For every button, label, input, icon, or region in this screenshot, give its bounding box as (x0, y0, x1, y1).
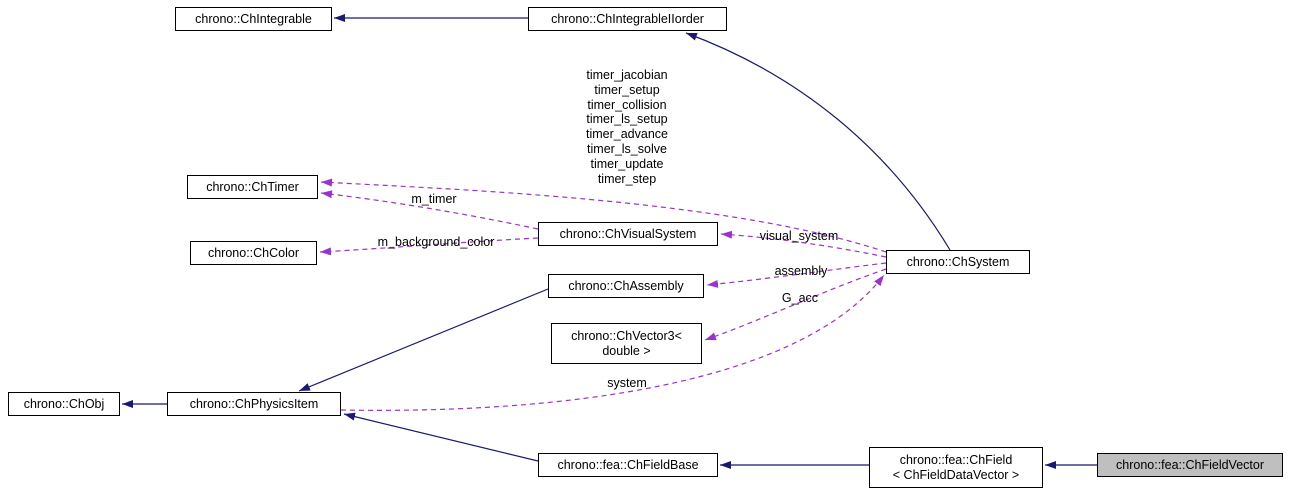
edge-label-m-timer: m_timer (411, 192, 457, 206)
node-chcolor[interactable]: chrono::ChColor (190, 241, 317, 265)
edge-inherit-assembly-to-physicsitem (298, 288, 549, 392)
edge-label-assembly: assembly (774, 264, 828, 278)
edge-usage-system-to-assembly (706, 262, 887, 288)
node-chvector3-double[interactable]: chrono::ChVector3< double > (551, 323, 702, 364)
node-chfieldvector-current: chrono::fea::ChFieldVector (1097, 453, 1283, 477)
edge-usage-physicsitem-to-system (340, 274, 885, 411)
node-chvisualsystem[interactable]: chrono::ChVisualSystem (538, 222, 718, 246)
node-chfieldbase[interactable]: chrono::fea::ChFieldBase (538, 453, 718, 477)
edge-usage-system-to-visualsystem (720, 230, 887, 258)
node-chobj[interactable]: chrono::ChObj (8, 392, 120, 416)
node-chassembly[interactable]: chrono::ChAssembly (548, 274, 704, 298)
node-chtimer[interactable]: chrono::ChTimer (187, 175, 318, 199)
edge-usage-visualsystem-to-color (319, 237, 539, 256)
edge-label-system: system (607, 376, 647, 390)
edge-usage-visualsystem-to-timer (320, 190, 539, 230)
edge-usage-system-to-timer (320, 178, 887, 253)
edge-label-m-background-color: m_background_color (377, 235, 495, 249)
node-chphysicsitem[interactable]: chrono::ChPhysicsItem (167, 392, 341, 416)
edge-label-timer-members: timer_jacobian timer_setup timer_collisi… (586, 68, 668, 186)
node-chintegrable[interactable]: chrono::ChIntegrable (175, 7, 332, 31)
edge-inherit-system-to-integrableiiorder (685, 32, 951, 251)
edge-label-g-acc: G_acc (781, 291, 819, 305)
edge-inherit-fieldbase-to-physicsitem (343, 412, 539, 462)
edge-usage-system-to-vector3 (704, 268, 887, 341)
node-chsystem[interactable]: chrono::ChSystem (886, 250, 1030, 274)
node-chintegrableiiorder[interactable]: chrono::ChIntegrableIIorder (528, 7, 727, 31)
edge-label-visual-system: visual_system (759, 229, 839, 243)
node-chfield-chfielddatavector[interactable]: chrono::fea::ChField < ChFieldDataVector… (869, 447, 1043, 488)
